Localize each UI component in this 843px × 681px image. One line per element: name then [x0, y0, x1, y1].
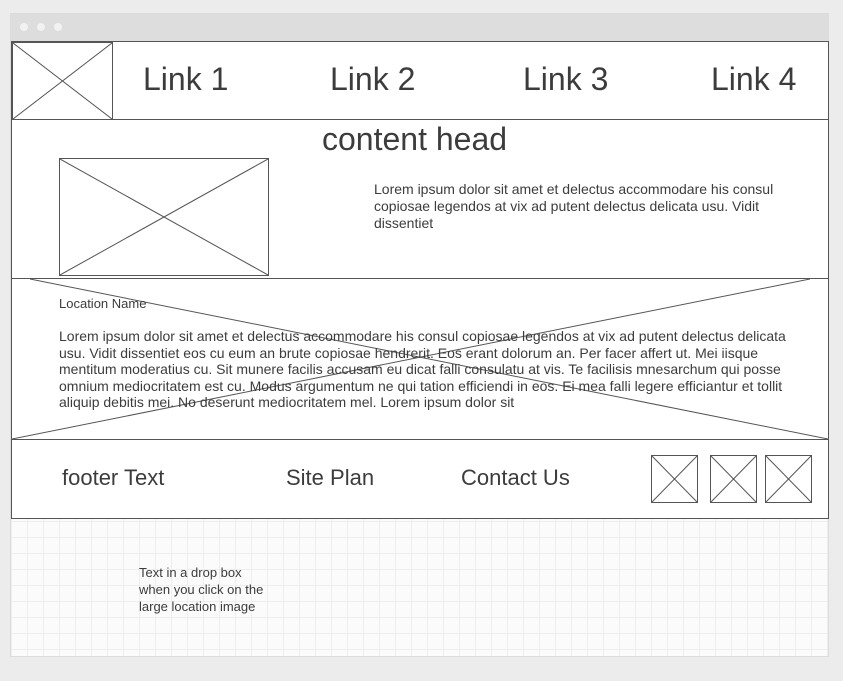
content-heading: content head	[322, 121, 508, 157]
social-icon-2[interactable]	[710, 455, 757, 503]
logo-placeholder-icon[interactable]	[12, 42, 113, 120]
social-icon-3[interactable]	[765, 455, 812, 503]
location-name: Location Name	[59, 296, 147, 311]
footer-contact-link[interactable]: Contact Us	[461, 465, 570, 490]
content-image-placeholder-icon	[59, 158, 269, 276]
location-description: Lorem ipsum dolor sit amet et delectus a…	[59, 328, 786, 410]
nav-link-2[interactable]: Link 2	[330, 61, 416, 97]
header-divider	[12, 119, 828, 120]
footer-site-plan-link[interactable]: Site Plan	[286, 465, 375, 490]
content-intro-text: Lorem ipsum dolor sit amet et delectus a…	[374, 181, 774, 231]
wireframe-page: Link 1 Link 2 Link 3 Link 4 content head…	[11, 41, 829, 519]
wireframe-canvas: Link 1 Link 2 Link 3 Link 4 content head…	[11, 41, 829, 656]
footer-text: footer Text	[62, 465, 165, 490]
window-minimize-dot[interactable]	[37, 23, 45, 31]
window-close-dot[interactable]	[20, 23, 28, 31]
location-divider	[12, 439, 828, 440]
social-icon-1[interactable]	[651, 455, 698, 503]
location-map-placeholder-icon[interactable]	[12, 279, 828, 439]
content-divider	[12, 278, 828, 279]
nav-link-3[interactable]: Link 3	[523, 61, 609, 97]
nav-link-4[interactable]: Link 4	[711, 61, 797, 97]
window-maximize-dot[interactable]	[54, 23, 62, 31]
window-titlebar	[11, 14, 828, 41]
mockup-window: Link 1 Link 2 Link 3 Link 4 content head…	[10, 13, 829, 657]
dropbox-annotation-note: Text in a drop box when you click on the…	[139, 565, 264, 614]
nav-link-1[interactable]: Link 1	[143, 61, 229, 97]
